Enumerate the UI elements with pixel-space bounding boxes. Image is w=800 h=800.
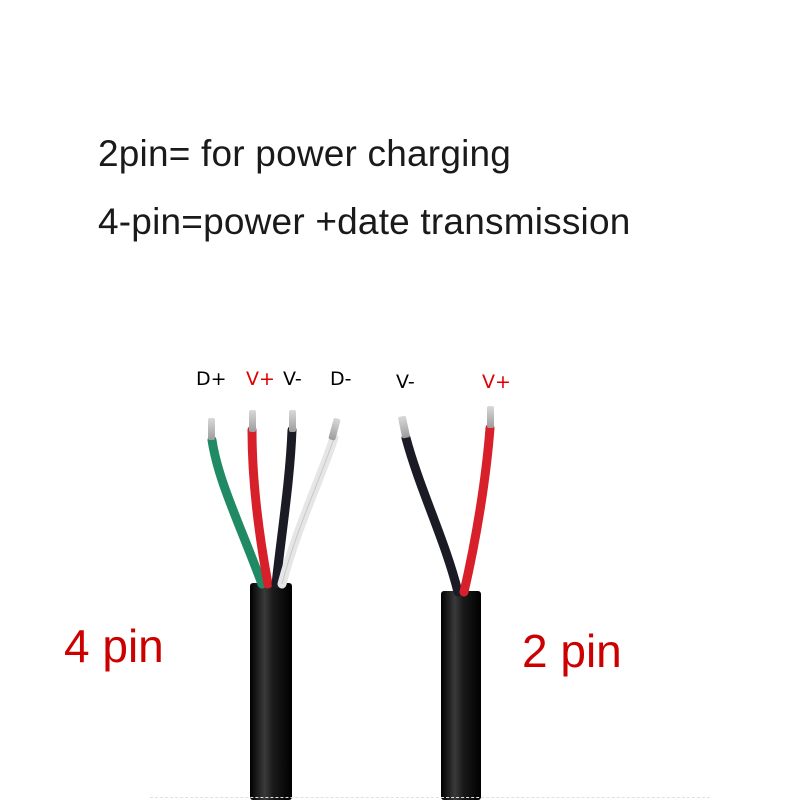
pin-label-2pin-vminus: V-: [396, 371, 415, 393]
pin-label-vplus: V+: [246, 368, 275, 390]
four-pin-label: 4 pin: [64, 620, 164, 672]
two-pin-wire-red: [459, 423, 495, 597]
pin-label-2pin-vplus: V+: [482, 371, 511, 393]
four-pin-wire-green: [207, 435, 267, 589]
headline-power-charging: 2pin= for power charging: [98, 133, 512, 174]
bottom-divider: [150, 797, 710, 798]
pin-label-dminus: D-: [330, 368, 352, 390]
two-pin-wire-black: [401, 433, 463, 597]
four-pin-wire-black: [271, 425, 297, 589]
four-pin-cable-jacket: [250, 583, 292, 800]
pin-label-vminus: V-: [283, 368, 302, 390]
two-pin-tip-vminus: [398, 415, 410, 439]
headline-power-data: 4-pin=power +date transmission: [98, 201, 631, 242]
four-pin-tip-vplus: [249, 410, 256, 432]
four-pin-tip-dplus: [208, 418, 215, 440]
two-pin-tip-vplus: [487, 406, 494, 428]
four-pin-tip-dminus: [328, 418, 341, 441]
pin-label-dplus: D+: [196, 368, 227, 390]
four-pin-tip-vminus: [289, 410, 296, 432]
four-pin-wire-red: [247, 425, 273, 589]
two-pin-label: 2 pin: [522, 625, 622, 677]
two-pin-cable-jacket: [441, 591, 481, 800]
